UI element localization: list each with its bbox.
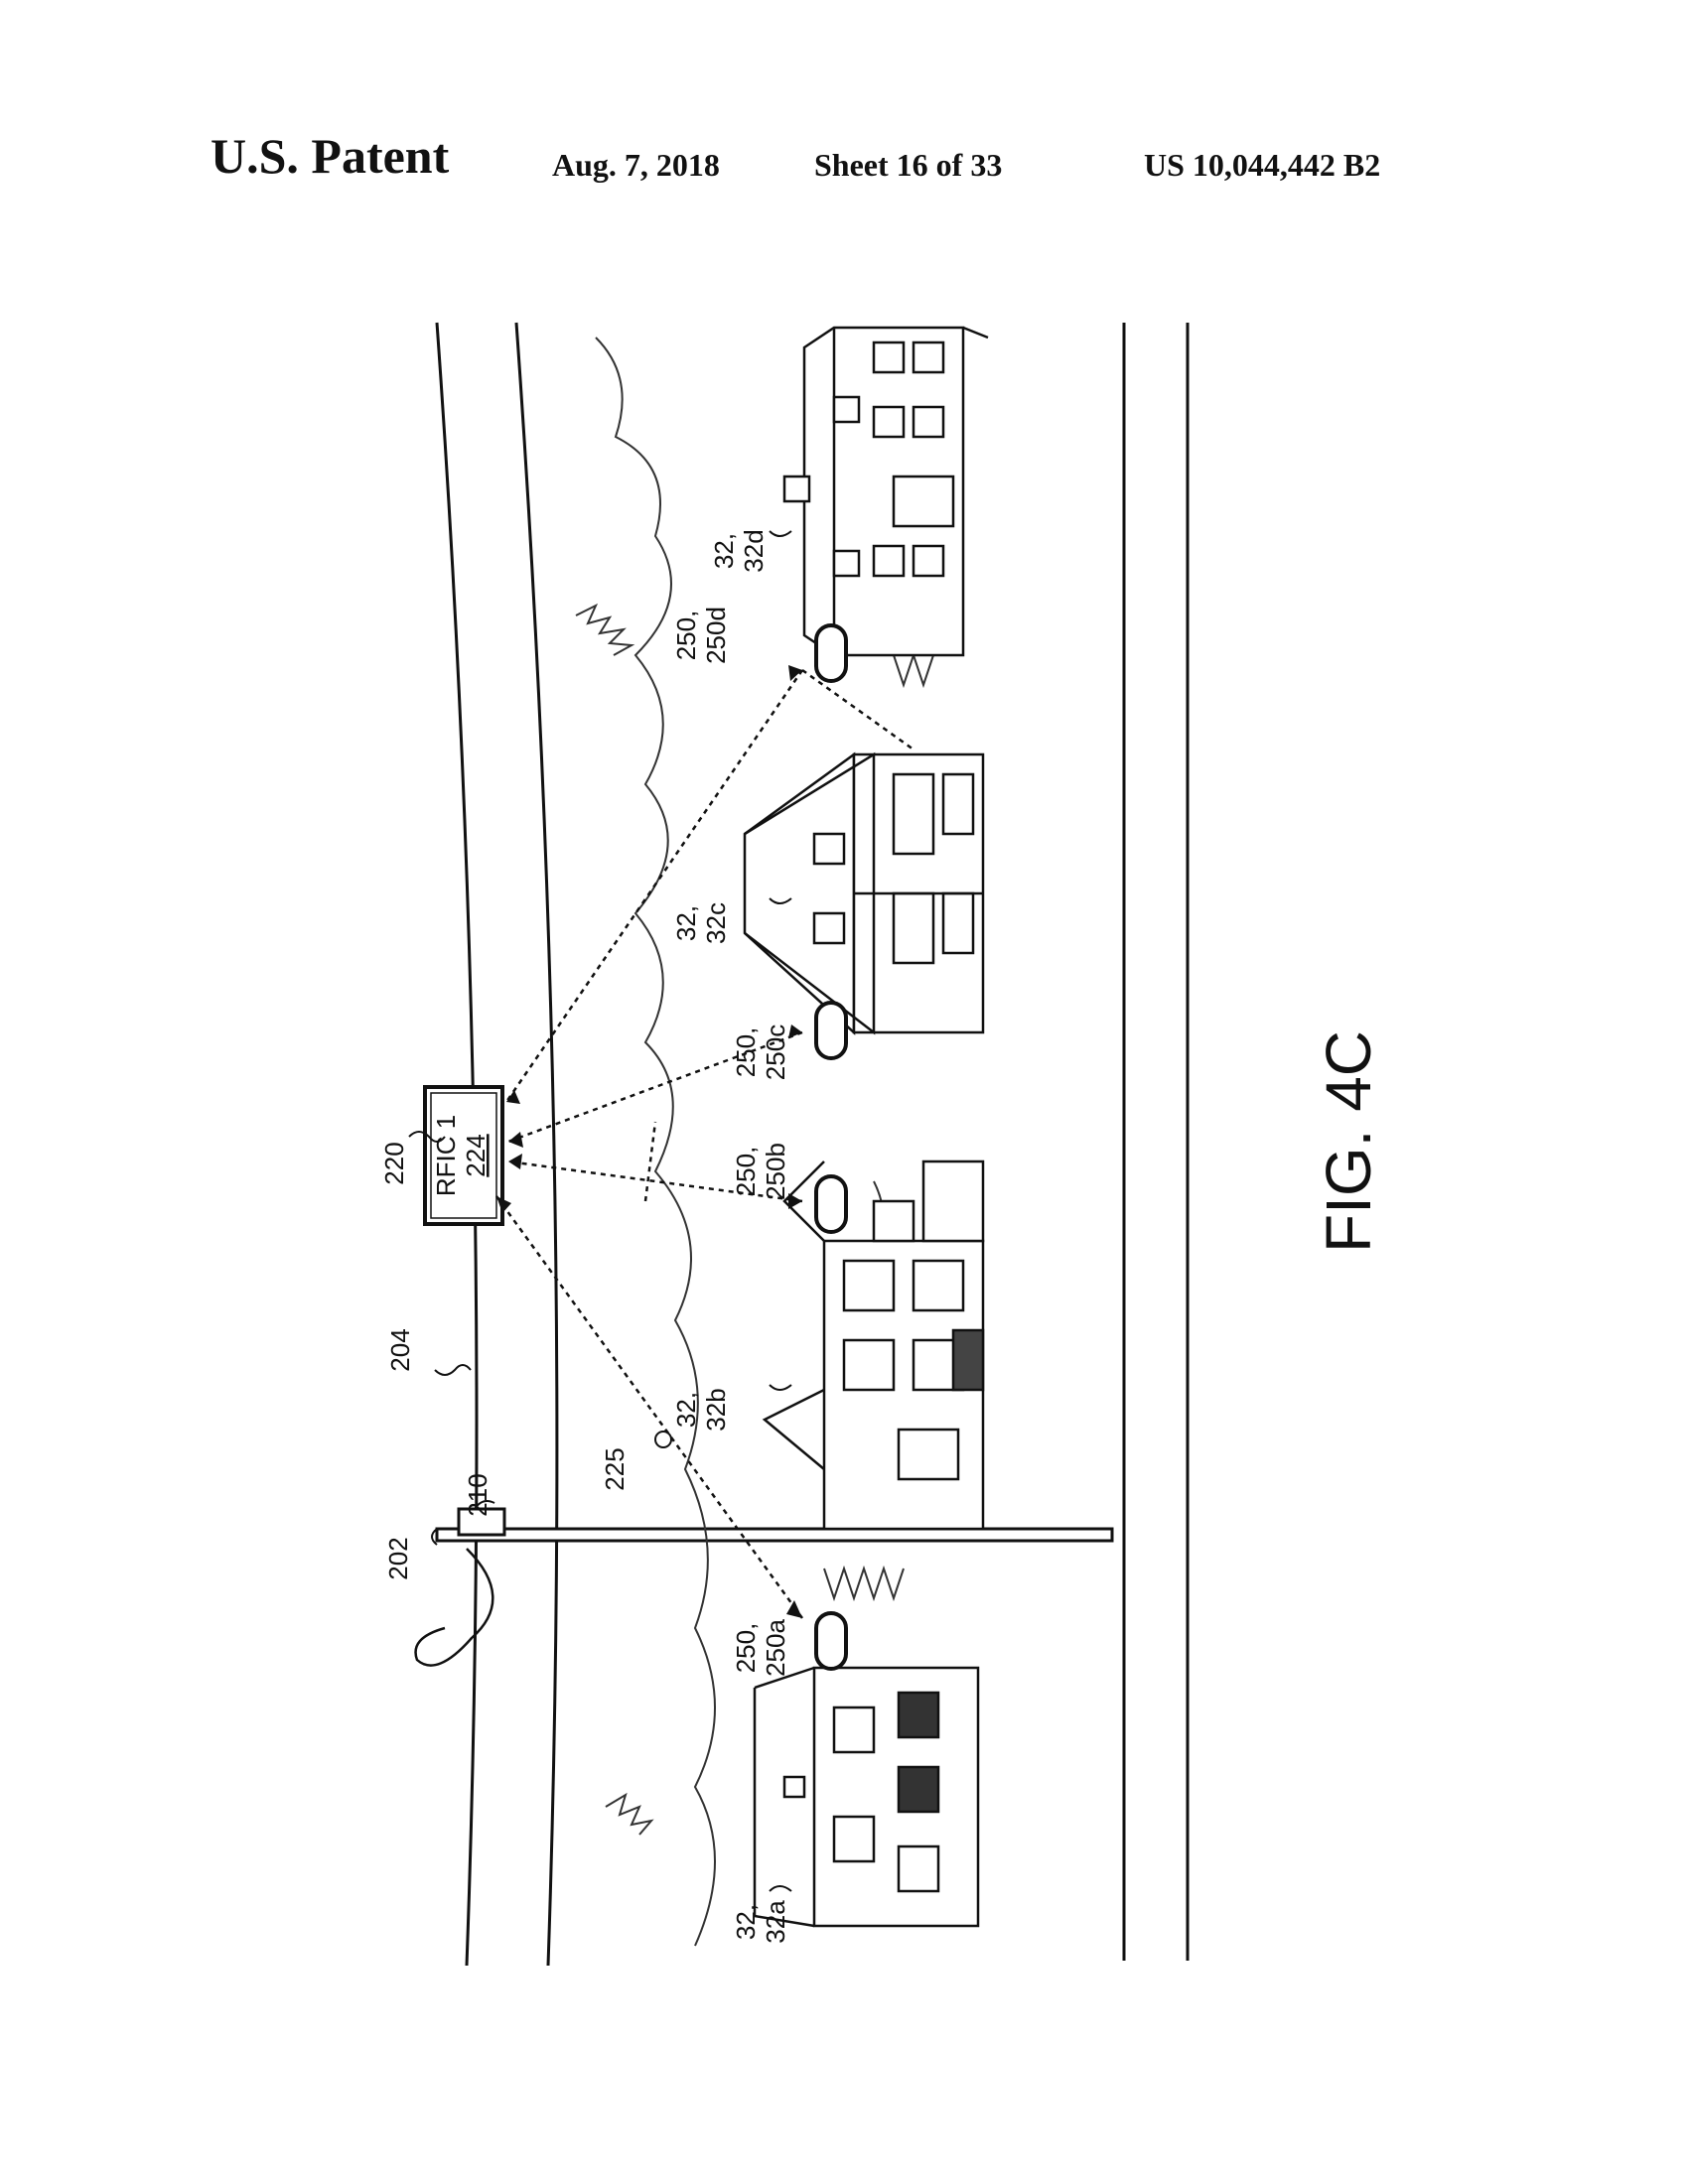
label-house-c-2: 32c bbox=[701, 902, 731, 944]
label-node-d-1: 250, bbox=[671, 611, 701, 661]
figure-caption: FIG. 4C bbox=[1313, 1030, 1384, 1253]
header-title: U.S. Patent bbox=[211, 128, 450, 184]
label-house-d-2: 32d bbox=[739, 529, 769, 572]
wireless-links bbox=[494, 668, 914, 1619]
rfic-device-box: RFIC 1 224 bbox=[423, 1085, 504, 1226]
label-node-b-1: 250, bbox=[731, 1147, 761, 1197]
nodes bbox=[814, 623, 848, 1671]
node-250a bbox=[814, 1611, 848, 1671]
label-220: 220 bbox=[379, 1142, 409, 1184]
rfic-box-line2: 224 bbox=[461, 1134, 491, 1176]
label-node-c-1: 250, bbox=[731, 1027, 761, 1078]
header-sheet: Sheet 16 of 33 bbox=[814, 147, 1003, 183]
rfic-box-line1: RFIC 1 bbox=[431, 1115, 461, 1196]
header-patent-number: US 10,044,442 B2 bbox=[1144, 147, 1381, 183]
utility-pole bbox=[414, 1507, 1114, 1667]
arrowheads bbox=[496, 665, 802, 1618]
label-204: 204 bbox=[385, 1328, 415, 1371]
power-line-inner bbox=[514, 322, 559, 1967]
label-node-b-2: 250b bbox=[761, 1143, 790, 1200]
node-250c bbox=[814, 1001, 848, 1060]
label-node-a-2: 250a bbox=[761, 1619, 790, 1677]
label-node-a-1: 250, bbox=[731, 1623, 761, 1674]
label-house-b-1: 32, bbox=[671, 1392, 701, 1428]
label-202: 202 bbox=[383, 1537, 413, 1579]
label-node-c-2: 250c bbox=[761, 1024, 790, 1080]
label-node-d-2: 250d bbox=[701, 607, 731, 664]
label-house-a-2: 32a bbox=[761, 1900, 790, 1944]
label-225: 225 bbox=[600, 1447, 630, 1490]
leader-lines bbox=[408, 530, 792, 1892]
label-house-d-1: 32, bbox=[709, 533, 739, 569]
label-house-b-2: 32b bbox=[701, 1388, 731, 1431]
house-32d bbox=[782, 326, 989, 657]
node-250d bbox=[814, 623, 848, 683]
house-32a bbox=[753, 1666, 980, 1928]
house-32c bbox=[743, 751, 985, 1035]
label-house-a-1: 32, bbox=[731, 1904, 761, 1940]
reference-labels: 220 204 202 210 225 32, 32a 32, 32b 32, … bbox=[379, 529, 790, 1943]
label-210: 210 bbox=[463, 1473, 492, 1516]
node-250b bbox=[814, 1174, 848, 1234]
house-32b bbox=[762, 1160, 985, 1531]
header-date: Aug. 7, 2018 bbox=[552, 147, 720, 183]
label-house-c-1: 32, bbox=[671, 905, 701, 941]
